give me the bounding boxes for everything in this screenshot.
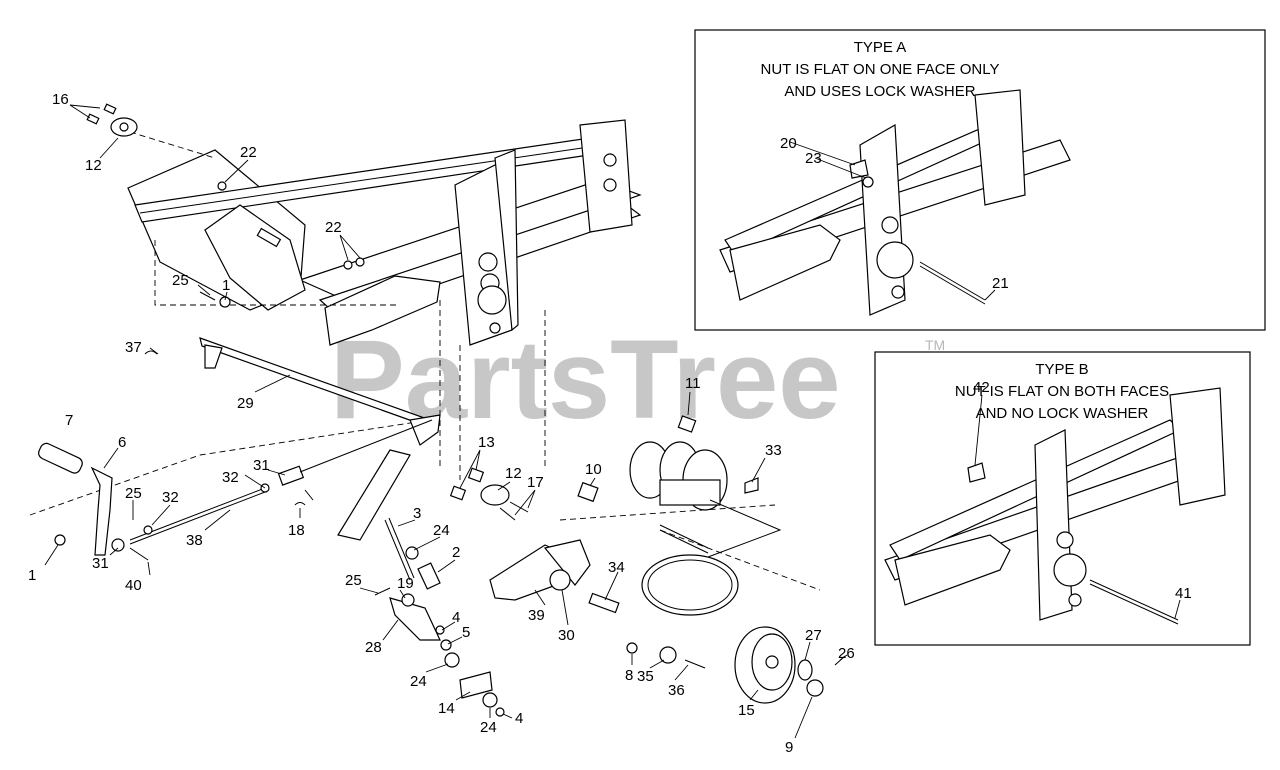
right-rear-plate xyxy=(579,119,633,233)
callout-42: 42 xyxy=(973,379,990,396)
callout-1: 1 xyxy=(222,277,230,294)
adjustment-rod xyxy=(129,465,314,545)
bearing-12 xyxy=(480,484,510,506)
callout-2: 2 xyxy=(452,544,460,561)
type-b-line1: NUT IS FLAT ON BOTH FACES xyxy=(955,383,1169,400)
brake-arm-assembly xyxy=(489,539,620,614)
callout-24: 24 xyxy=(433,522,450,539)
brake-drum xyxy=(734,626,796,704)
callout-4: 4 xyxy=(452,609,460,626)
type-a-line2: AND USES LOCK WASHER xyxy=(784,83,975,100)
callout-25: 25 xyxy=(172,272,189,289)
callout-6: 6 xyxy=(118,434,126,451)
callout-28: 28 xyxy=(365,639,382,656)
type-b-line2: AND NO LOCK WASHER xyxy=(976,405,1149,422)
callout-27: 27 xyxy=(805,627,822,644)
frame-upright-side xyxy=(494,149,519,332)
pedal-linkage xyxy=(337,449,441,641)
callout-13: 13 xyxy=(478,434,495,451)
upper-bearing-group xyxy=(86,103,138,137)
callout-37: 37 xyxy=(125,339,142,356)
callout-31: 31 xyxy=(253,457,270,474)
callout-32-rod: 32 xyxy=(222,469,239,486)
control-lever xyxy=(38,442,149,561)
callout-4-bottom: 4 xyxy=(515,710,523,727)
spacer-14 xyxy=(459,671,493,699)
callout-3: 3 xyxy=(413,505,421,522)
type-a-line1: NUT IS FLAT ON ONE FACE ONLY xyxy=(761,61,1000,78)
callout-34: 34 xyxy=(608,559,625,576)
callout-21: 21 xyxy=(992,275,1009,292)
callout-12-middle: 12 xyxy=(505,465,522,482)
type-b-bolt-41 xyxy=(1089,579,1179,621)
callout-40: 40 xyxy=(125,577,142,594)
callout-10: 10 xyxy=(585,461,602,478)
callout-26: 26 xyxy=(838,645,855,662)
callout-17: 17 xyxy=(527,474,544,491)
callout-30: 30 xyxy=(558,627,575,644)
type-a-lockwasher-23 xyxy=(862,176,874,188)
callout-39: 39 xyxy=(528,607,545,624)
watermark-trademark: TM xyxy=(925,337,945,353)
callout-20: 20 xyxy=(780,135,797,152)
callout-35: 35 xyxy=(637,668,654,685)
type-b-nut-42 xyxy=(967,462,986,483)
callout-18: 18 xyxy=(288,522,305,539)
callout-5: 5 xyxy=(462,624,470,641)
callout-19: 19 xyxy=(397,575,414,592)
callout-24-mid: 24 xyxy=(410,673,427,690)
callout-33: 33 xyxy=(765,442,782,459)
callout-36: 36 xyxy=(668,682,685,699)
callout-23: 23 xyxy=(805,150,822,167)
type-a-bolt-21 xyxy=(919,261,986,301)
brake-band xyxy=(626,554,739,654)
callout-29: 29 xyxy=(237,395,254,412)
callout-12: 12 xyxy=(85,157,102,174)
callout-16: 16 xyxy=(52,91,69,108)
left-control-bracket xyxy=(204,204,306,311)
callout-22-second: 22 xyxy=(325,219,342,236)
callout-22: 22 xyxy=(240,144,257,161)
transaxle-gear-cluster xyxy=(629,441,782,561)
type-b-title: TYPE B xyxy=(1035,361,1088,378)
callout-25-pedal: 25 xyxy=(345,572,362,589)
type-a-frame xyxy=(719,89,1071,316)
type-a-title: TYPE A xyxy=(854,39,907,56)
main-frame-assembly xyxy=(127,119,642,346)
front-side-plate xyxy=(324,275,441,346)
watermark-brand: PartsTree xyxy=(330,317,841,442)
callout-32: 32 xyxy=(162,489,179,506)
cross-shaft xyxy=(144,337,441,446)
callout-9: 9 xyxy=(785,739,793,756)
type-b-frame xyxy=(884,387,1226,621)
callout-8: 8 xyxy=(625,667,633,684)
callout-31-lower: 31 xyxy=(92,555,109,572)
callout-25-lever: 25 xyxy=(125,485,142,502)
callout-38: 38 xyxy=(186,532,203,549)
callout-11: 11 xyxy=(685,375,701,392)
callout-7: 7 xyxy=(65,412,73,429)
callout-1-lower: 1 xyxy=(28,567,36,584)
callout-24-bottom: 24 xyxy=(480,719,497,736)
callout-15: 15 xyxy=(738,702,755,719)
callout-41: 41 xyxy=(1175,585,1192,602)
callout-14: 14 xyxy=(438,700,455,717)
